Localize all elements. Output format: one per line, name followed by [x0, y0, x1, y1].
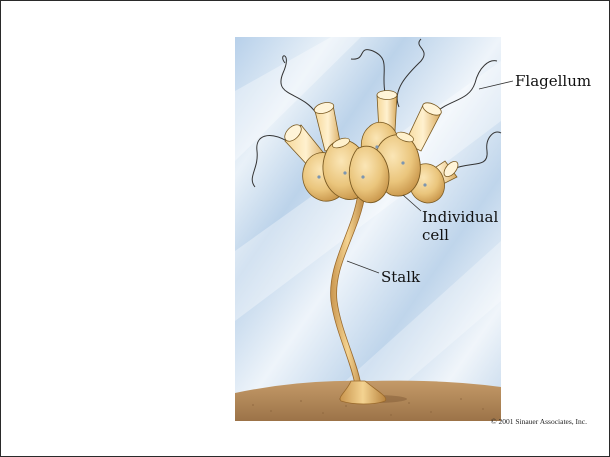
background-panel	[235, 37, 501, 421]
label-flagellum: Flagellum	[515, 73, 591, 90]
label-individual-cell-line2: cell	[422, 227, 449, 244]
copyright-notice: © 2001 Sinauer Associates, Inc.	[491, 417, 587, 426]
label-stalk: Stalk	[381, 269, 420, 286]
label-individual-cell-line1: Individual	[422, 209, 498, 226]
